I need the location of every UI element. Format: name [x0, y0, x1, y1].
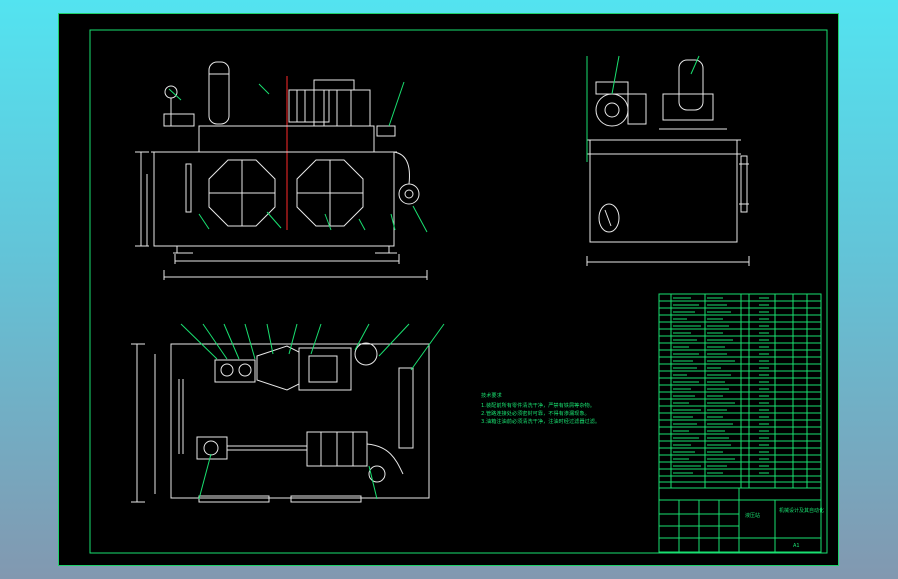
company-name: 机械设计及其自动化	[779, 507, 824, 514]
front-view	[135, 61, 428, 280]
parts-list	[658, 293, 822, 489]
top-view	[131, 323, 445, 503]
drawing-frame	[89, 29, 828, 554]
cover-right	[296, 159, 364, 227]
technical-notes: 技术要求 1.装配前所有零件清洗干净，严禁有铁屑等杂物。 2.管路连接处必须密封…	[481, 391, 600, 425]
tech-notes-title: 技术要求	[481, 391, 503, 399]
side-view	[586, 55, 750, 266]
drawing-name: 液压站	[745, 512, 760, 519]
tech-note-3: 3.油箱注油前必须清洗干净，注油时经过滤器过滤。	[481, 417, 600, 425]
cover-left	[208, 159, 276, 227]
title-block: 液压站 机械设计及其自动化 A1	[658, 487, 824, 553]
tech-note-1: 1.装配前所有零件清洗干净，严禁有铁屑等杂物。	[481, 401, 595, 409]
cad-drawing-viewport[interactable]: 技术要求 1.装配前所有零件清洗干净，严禁有铁屑等杂物。 2.管路连接处必须密封…	[58, 13, 839, 566]
tech-note-2: 2.管路连接处必须密封可靠，不得有渗漏现象。	[481, 409, 590, 417]
sheet-size: A1	[793, 543, 800, 549]
